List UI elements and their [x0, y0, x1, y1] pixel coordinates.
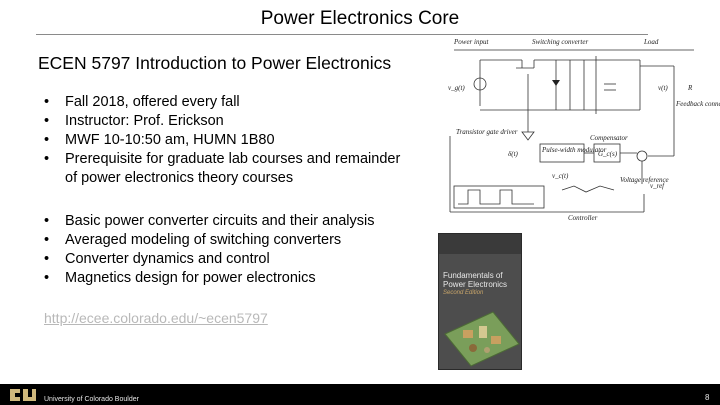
v-out-label: v(t): [658, 84, 668, 92]
voltage-reference-label: Voltage reference: [620, 176, 669, 184]
title-divider: [36, 34, 648, 35]
course-link[interactable]: http://ecee.colorado.edu/~ecen5797: [44, 310, 268, 326]
list-item: Instructor: Prof. Erickson: [44, 112, 414, 131]
r-label: R: [687, 84, 693, 92]
list-item: Magnetics design for power electronics: [44, 269, 424, 288]
transistor-driver-label: Transistor gate driver: [456, 128, 518, 136]
course-heading: ECEN 5797 Introduction to Power Electron…: [38, 53, 392, 73]
vc-label: v_c(t): [552, 172, 569, 180]
load-label: Load: [643, 38, 659, 46]
book-cover: Fundamentals of Power Electronics Second…: [438, 233, 522, 370]
book-title-line2: Power Electronics: [443, 280, 508, 289]
list-item: Averaged modeling of switching converter…: [44, 231, 424, 250]
book-title: Fundamentals of Power Electronics: [443, 271, 521, 289]
book-top-band: [439, 234, 521, 254]
feedback-label: Feedback connection: [675, 100, 720, 108]
vref-label: v_ref: [650, 182, 665, 190]
compensator-label: Compensator: [590, 134, 628, 142]
page-number: 8: [705, 393, 710, 402]
slide-title: Power Electronics Core: [260, 8, 460, 29]
power-input-label: Power input: [453, 38, 489, 46]
footer-university: University of Colorado Boulder: [44, 396, 139, 403]
footer-bar: [0, 384, 720, 405]
book-title-line1: Fundamentals of: [443, 271, 503, 280]
pwm-label: Pulse-width modulator: [541, 146, 607, 154]
list-item: Basic power converter circuits and their…: [44, 212, 424, 231]
delta-label: δ(t): [508, 150, 519, 158]
controller-label: Controller: [568, 214, 598, 222]
list-item: MWF 10-10:50 am, HUMN 1B80: [44, 131, 414, 150]
vg-label: v_g(t): [448, 84, 465, 92]
book-edition: Second Edition: [443, 290, 484, 296]
list-item: Converter dynamics and control: [44, 250, 424, 269]
circuit-board-image: [444, 311, 520, 367]
cu-logo-icon: [10, 389, 36, 401]
list-item: Prerequisite for graduate lab courses an…: [44, 150, 414, 188]
list-item: Fall 2018, offered every fall: [44, 93, 414, 112]
course-info-list: Fall 2018, offered every fall Instructor…: [44, 93, 414, 188]
converter-schematic: Power input Switching converter Load v_g…: [448, 38, 720, 222]
course-topics-list: Basic power converter circuits and their…: [44, 212, 424, 288]
gc-label: G_c(s): [598, 150, 618, 158]
switching-converter-label: Switching converter: [532, 38, 588, 46]
